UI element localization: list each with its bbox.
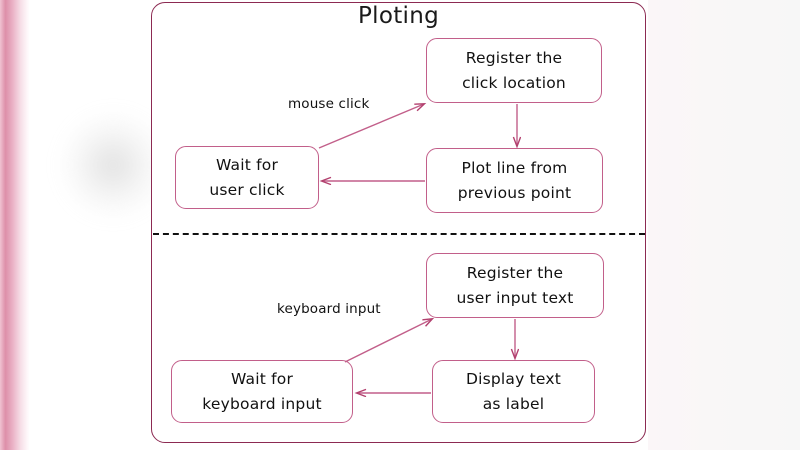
background-blur-smudge bbox=[58, 110, 168, 220]
node-register-click-location[interactable]: Register the click location bbox=[426, 38, 602, 103]
left-pink-gradient-band bbox=[0, 0, 30, 450]
edge-label-keyboard-input: keyboard input bbox=[277, 301, 381, 317]
node-display-text-as-label[interactable]: Display text as label bbox=[432, 360, 595, 423]
right-background-wash bbox=[648, 0, 800, 450]
node-wait-for-user-click[interactable]: Wait for user click bbox=[175, 146, 319, 209]
node-line-1: Wait for bbox=[230, 369, 294, 388]
node-line-2: user click bbox=[209, 180, 285, 199]
section-divider bbox=[153, 233, 645, 235]
node-wait-for-keyboard-input[interactable]: Wait for keyboard input bbox=[171, 360, 353, 423]
node-line-2: keyboard input bbox=[202, 394, 322, 413]
page-title: Ploting bbox=[357, 3, 440, 29]
node-line-1: Plot line from bbox=[461, 158, 568, 177]
node-line-1: Register the bbox=[466, 263, 564, 282]
node-line-2: previous point bbox=[457, 183, 572, 202]
edge-label-mouse-click: mouse click bbox=[288, 96, 370, 112]
node-line-1: Wait for bbox=[215, 155, 279, 174]
node-line-1: Register the bbox=[465, 48, 563, 67]
node-line-2: as label bbox=[482, 394, 545, 413]
node-register-user-input-text[interactable]: Register the user input text bbox=[426, 253, 604, 318]
node-line-1: Display text bbox=[465, 369, 562, 388]
node-line-2: user input text bbox=[456, 288, 574, 307]
node-plot-line-previous-point[interactable]: Plot line from previous point bbox=[426, 148, 603, 213]
node-line-2: click location bbox=[462, 73, 566, 92]
